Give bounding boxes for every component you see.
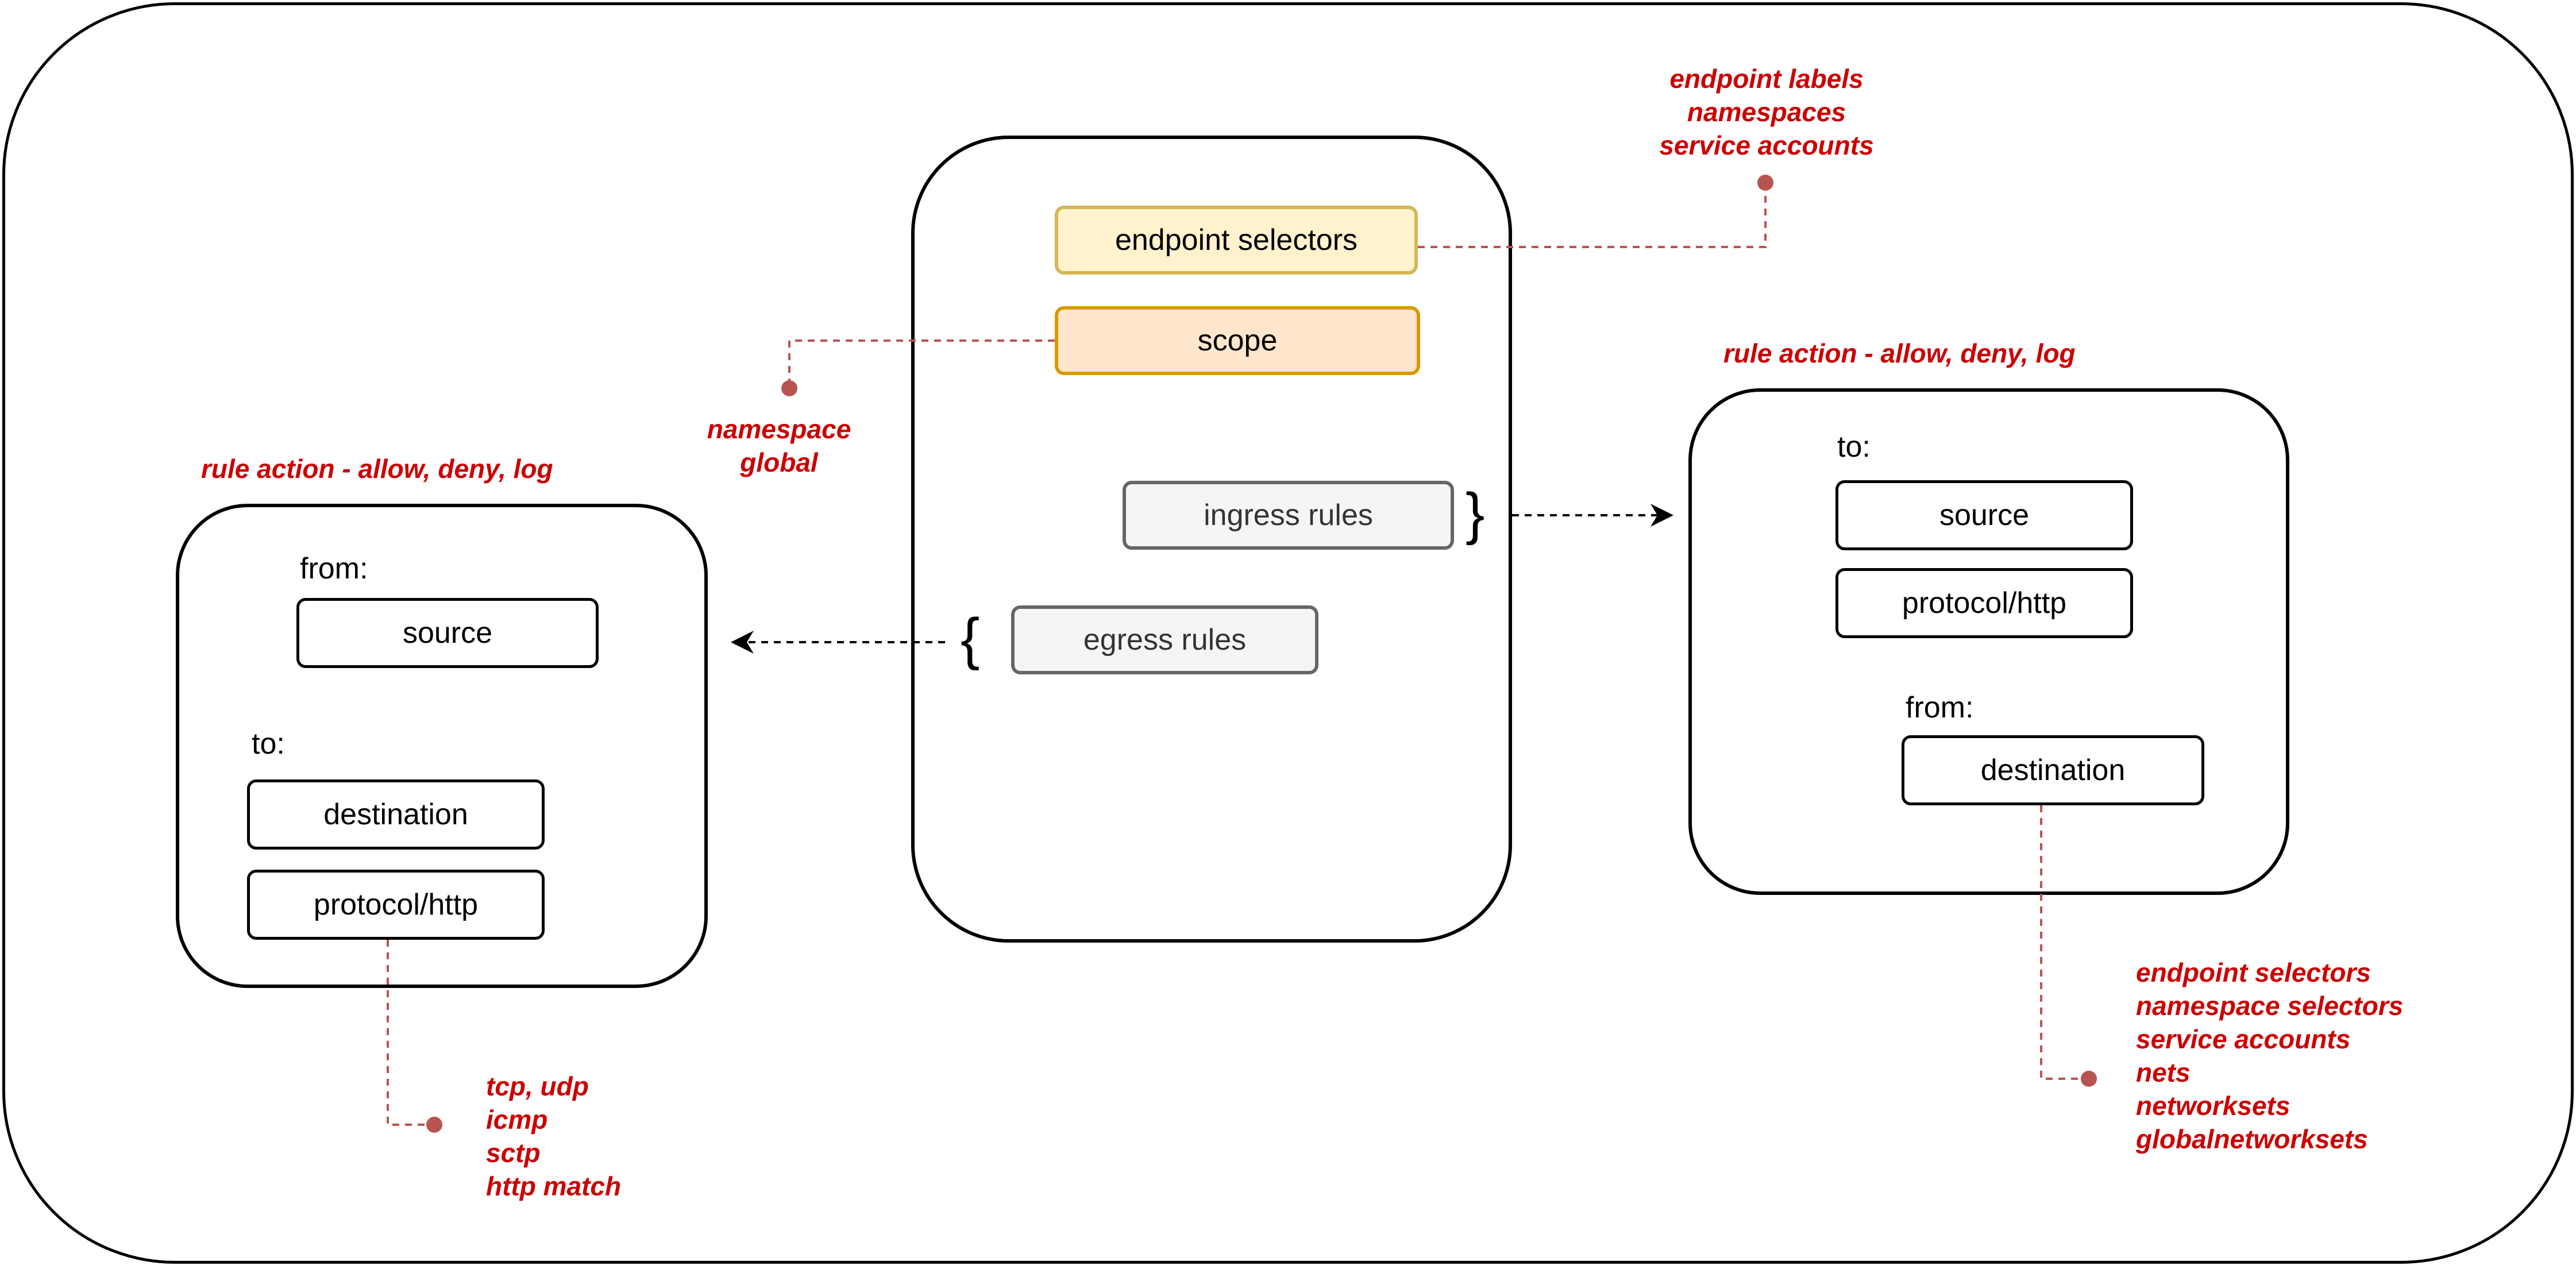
- annotation-line: namespace: [707, 414, 851, 444]
- egress-protocol-node: protocol/http: [247, 870, 545, 940]
- destination-selectors-annotation: endpoint selectors namespace selectors s…: [2136, 956, 2403, 1156]
- destination-connector-dot: [2081, 1071, 2097, 1087]
- ingress-rule-action-annotation: rule action - allow, deny, log: [1723, 338, 2076, 368]
- egress-destination-node: destination: [247, 779, 545, 850]
- protocol-connector: [387, 940, 434, 1126]
- ingress-brace: }: [1466, 481, 1485, 546]
- annotation-line: sctp: [486, 1138, 541, 1168]
- annotation-line: endpoint labels: [1669, 64, 1864, 94]
- annotation-line: namespace selectors: [2136, 991, 2404, 1021]
- ingress-rules-node: ingress rules: [1123, 481, 1454, 550]
- scope-connector: [788, 339, 1055, 388]
- egress-to-label: to:: [252, 727, 285, 761]
- egress-brace: {: [961, 607, 980, 671]
- destination-connector: [2040, 805, 2089, 1080]
- annotation-line: service accounts: [1659, 130, 1874, 160]
- annotation-line: networksets: [2136, 1091, 2290, 1121]
- ingress-protocol-node: protocol/http: [1835, 568, 2133, 638]
- scope-annotation: namespace global: [693, 412, 865, 479]
- egress-source-node: source: [296, 598, 599, 668]
- endpoint-selectors-annotation: endpoint labels namespaces service accou…: [1655, 62, 1879, 162]
- scope-connector-dot: [781, 380, 797, 396]
- endpoint-selectors-connector: [1418, 183, 1767, 248]
- ingress-rule-box: [1688, 388, 2289, 895]
- annotation-line: nets: [2136, 1057, 2191, 1087]
- endpoint-selectors-connector-dot: [1757, 175, 1773, 191]
- ingress-from-label: from:: [1906, 691, 1974, 724]
- ingress-destination-node: destination: [1902, 735, 2204, 805]
- annotation-line: tcp, udp: [486, 1071, 589, 1101]
- ingress-to-label: to:: [1837, 430, 1871, 464]
- scope-node: scope: [1055, 306, 1420, 375]
- annotation-line: globalnetworksets: [2136, 1124, 2368, 1154]
- egress-rules-node: egress rules: [1011, 605, 1318, 674]
- protocol-connector-dot: [426, 1117, 442, 1133]
- annotation-line: namespaces: [1687, 97, 1846, 127]
- egress-rule-action-annotation: rule action - allow, deny, log: [201, 454, 553, 484]
- annotation-line: http match: [486, 1171, 622, 1201]
- annotation-line: endpoint selectors: [2136, 958, 2371, 987]
- annotation-line: service accounts: [2136, 1024, 2351, 1054]
- annotation-line: global: [740, 447, 818, 477]
- endpoint-selectors-node: endpoint selectors: [1055, 206, 1418, 275]
- egress-from-label: from:: [300, 552, 368, 585]
- ingress-source-node: source: [1835, 480, 2133, 550]
- annotation-line: icmp: [486, 1105, 548, 1134]
- protocols-annotation: tcp, udp icmp sctp http match: [486, 1070, 621, 1203]
